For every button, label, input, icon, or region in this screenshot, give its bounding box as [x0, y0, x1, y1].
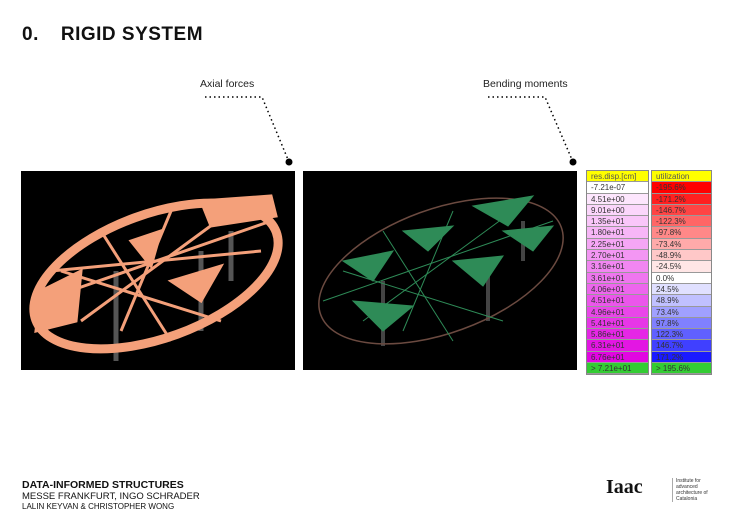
bending-leader [488, 96, 574, 163]
bending-moments-render [303, 171, 577, 370]
axial-forces-label: Axial forces [200, 78, 255, 90]
legend-row: -97.8% [652, 227, 711, 239]
legend-row: 146.7% [652, 340, 711, 352]
legend-row: -171.2% [652, 193, 711, 205]
legend-row: 6.76e+01 [587, 351, 648, 364]
legend-row: -122.3% [652, 216, 711, 228]
leader-lines [205, 96, 577, 166]
axial-forces-render [21, 171, 295, 370]
legend-row: 24.5% [652, 283, 711, 296]
legend-row: -48.9% [652, 250, 711, 262]
legend-row: -146.7% [652, 204, 711, 217]
legend-row: 2.25e+01 [587, 238, 648, 251]
legend-row: 0.0% [652, 272, 711, 284]
legend-row: 171.2% [652, 351, 711, 364]
legend-row: -195.6% [652, 182, 711, 194]
section-title: RIGID SYSTEM [60, 24, 204, 45]
axial-pointer-dot [285, 158, 293, 166]
legend-row: 4.96e+01 [587, 306, 648, 318]
legend-row-max: > 195.6% [652, 363, 711, 375]
footer-authors: LALIN KEYVAN & CHRISTOPHER WONG [22, 502, 175, 511]
bending-pointer-dot [569, 158, 577, 166]
legend-row: 2.70e+01 [587, 250, 648, 262]
legend-row: 73.4% [652, 306, 711, 318]
section-number: 0. [22, 24, 39, 45]
legend-row: 5.41e+01 [587, 317, 648, 330]
legend-row: 4.51e+00 [587, 193, 648, 205]
bending-moments-label: Bending moments [483, 78, 568, 90]
footer-subtitle: MESSE FRANKFURT, INGO SCHRADER [22, 491, 200, 502]
legend-row: 5.86e+01 [587, 329, 648, 341]
legend-row: 6.31e+01 [587, 340, 648, 352]
iaac-logo: Iaac [606, 476, 643, 498]
legend-row: -7.21e-07 [587, 182, 648, 194]
legend-row: 122.3% [652, 329, 711, 341]
legend-row: 48.9% [652, 295, 711, 307]
legend-row: -73.4% [652, 238, 711, 251]
bending-structure-graphic [318, 195, 564, 346]
legend-row-max: > 7.21e+01 [587, 363, 648, 375]
legend-row: -24.5% [652, 261, 711, 273]
iaac-logo-text: Institute for advanced architecture of C… [672, 478, 720, 502]
legend-row: 4.06e+01 [587, 283, 648, 296]
legend-header: res.disp.[cm] [587, 171, 648, 183]
legend-row: 3.16e+01 [587, 261, 648, 273]
legend-row: 4.51e+01 [587, 295, 648, 307]
legend-header: utilization [652, 171, 711, 183]
legend-row: 97.8% [652, 317, 711, 330]
page-title: 0. RIGID SYSTEM [22, 24, 225, 46]
legend-row: 3.61e+01 [587, 272, 648, 284]
legend-row: 1.80e+01 [587, 227, 648, 239]
axial-structure-graphic [29, 194, 283, 361]
legend-row: 9.01e+00 [587, 204, 648, 217]
axial-leader [205, 96, 290, 163]
utilization-legend: utilization -195.6%-171.2%-146.7%-122.3%… [651, 170, 712, 376]
footer-title: DATA-INFORMED STRUCTURES [22, 479, 184, 491]
legend-row: 1.35e+01 [587, 216, 648, 228]
